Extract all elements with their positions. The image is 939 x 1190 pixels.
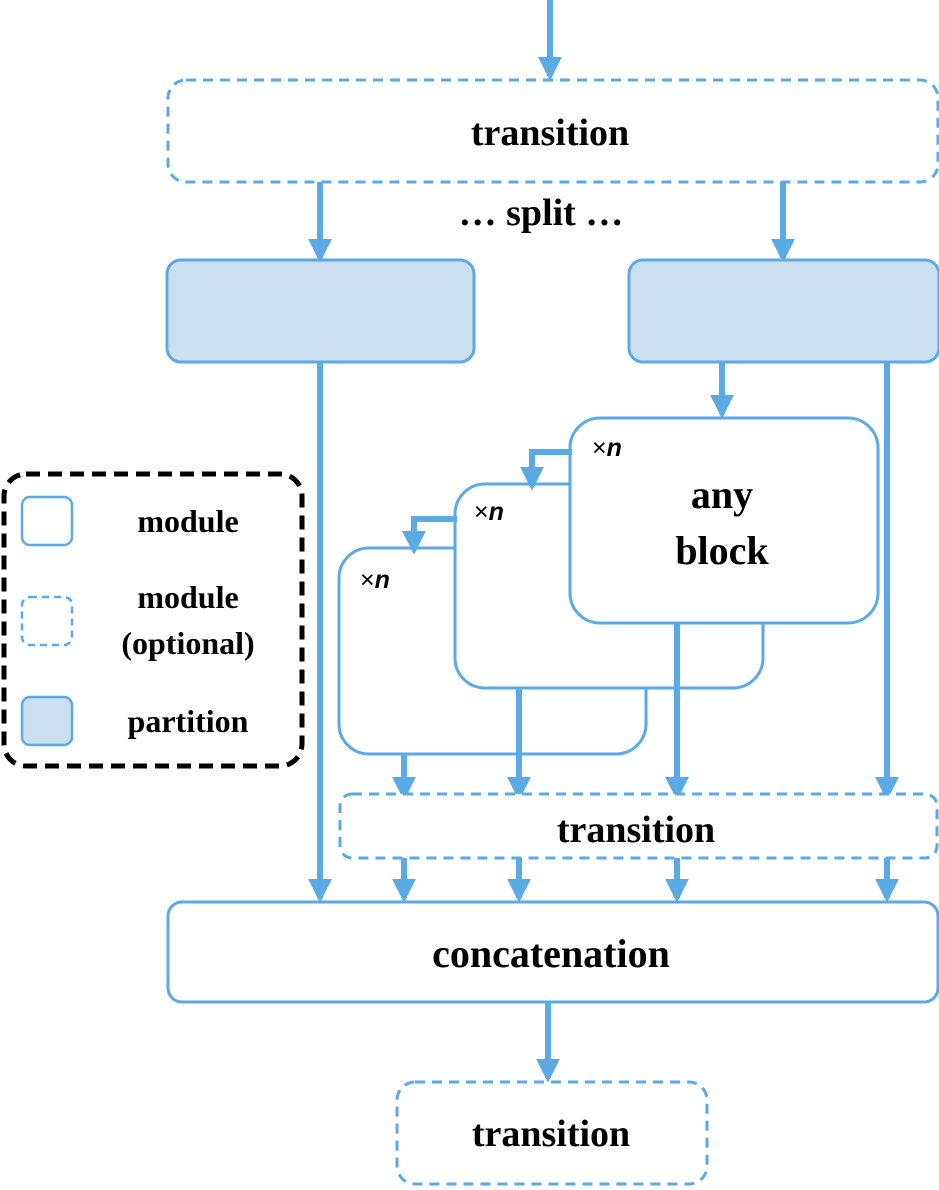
concatenation-module: concatenation <box>166 900 939 1004</box>
inner-transition-label: transition <box>557 809 715 851</box>
elbow-arrow-block1-to-block2 <box>520 449 572 491</box>
elbow-arrow-block2-to-block3 <box>402 516 457 555</box>
top-transition-module: transition <box>166 78 939 184</box>
legend-label-partition: partition <box>128 703 249 739</box>
split-label: … split … <box>459 192 624 234</box>
legend-border <box>1 471 305 769</box>
legend-label-module-optional-line2: (optional) <box>121 625 254 661</box>
any-block-label-line2: block <box>675 528 769 573</box>
bottom-transition-module: transition <box>395 1080 709 1186</box>
top-transition-label: transition <box>471 112 629 154</box>
any-block: ×n any block <box>568 416 880 625</box>
repeat-label-2: ×n <box>474 498 504 526</box>
legend-swatch-partition <box>20 695 74 747</box>
legend: module module (optional) partition <box>1 471 305 769</box>
legend-label-module: module <box>137 503 238 539</box>
legend-swatch-module <box>20 495 74 547</box>
repeat-label-1: ×n <box>592 434 622 462</box>
inner-transition-module: transition <box>338 792 939 860</box>
repeat-label-3: ×n <box>360 566 390 594</box>
legend-swatch-module-optional <box>20 595 74 647</box>
concatenation-label: concatenation <box>432 931 670 976</box>
partition-right <box>627 258 939 364</box>
any-block-label-line1: any <box>691 472 753 517</box>
bottom-transition-label: transition <box>472 1113 630 1155</box>
legend-label-module-optional-line1: module <box>137 579 238 615</box>
partition-left <box>165 258 476 364</box>
